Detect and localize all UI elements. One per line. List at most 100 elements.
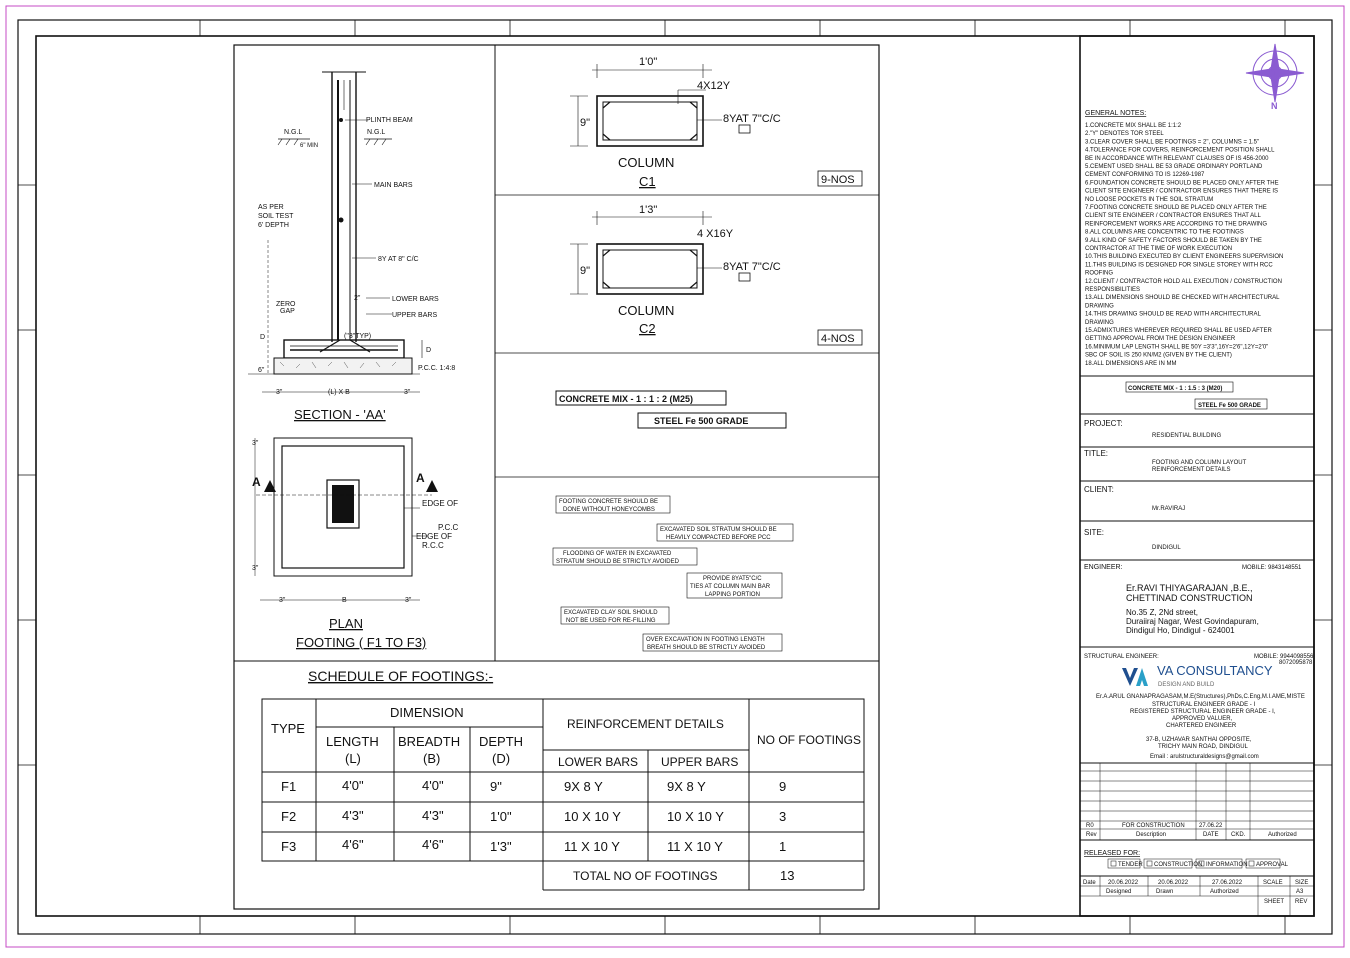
se-line-7: TRICHY MAIN ROAD, DINDIGUL bbox=[1158, 744, 1249, 750]
plan-dim-b: B bbox=[342, 597, 347, 604]
zero-gap-line1: ZERO bbox=[276, 301, 296, 308]
c1-column-label: COLUMN bbox=[618, 155, 674, 170]
construction-checkbox-icon bbox=[1146, 860, 1153, 867]
schedule-header-reinforcement: REINFORCEMENT DETAILS bbox=[567, 717, 724, 731]
schedule-title: SCHEDULE OF FOOTINGS:- bbox=[308, 668, 493, 684]
site-note-6-line1: OVER EXCAVATION IN FOOTING LENGTH bbox=[646, 637, 765, 643]
site-note-4-line1: PROVIDE 8YAT5"C/C bbox=[703, 576, 762, 582]
plan-dim-left: 3" bbox=[279, 597, 286, 604]
pcc-mix-label: P.C.C. 1:4:8 bbox=[418, 365, 455, 372]
general-note-line: 1.CONCRETE MIX SHALL BE 1:1:2 bbox=[1085, 123, 1182, 129]
general-note-line: DRAWING bbox=[1085, 320, 1114, 326]
site-note-1-line1: FOOTING CONCRETE SHOULD BE bbox=[559, 499, 658, 505]
schedule-header-breadth: BREADTH bbox=[398, 734, 460, 749]
ties-label: 8Y AT 8" C/C bbox=[378, 256, 419, 263]
plan-section-a-left: A bbox=[252, 475, 261, 489]
main-bars-label: MAIN BARS bbox=[374, 182, 413, 189]
structural-engineer-label: STRUCTURAL ENGINEER: bbox=[1084, 654, 1159, 660]
se-line-6: 37-B, UZHAVAR SANTHAI OPPOSITE, bbox=[1146, 737, 1252, 743]
section-aa-drawing bbox=[248, 71, 423, 393]
site-label: SITE: bbox=[1084, 528, 1104, 537]
released-for-options: TENDER CONSTRUCTION INFORMATION APPROVAL bbox=[1107, 858, 1289, 869]
c2-ties: 8YAT 7"C/C bbox=[723, 261, 781, 273]
date-value-2: 20.06.2022 bbox=[1158, 880, 1189, 886]
engineer-firm: CHETTINAD CONSTRUCTION bbox=[1126, 593, 1253, 603]
schedule-row-f2: F2 4'3" 4'3" 1'0" 10 X 10 Y 10 X 10 Y 3 bbox=[281, 808, 786, 824]
c1-ties: 8YAT 7"C/C bbox=[723, 113, 781, 125]
general-note-line: 4.TOLERANCE FOR COVERS, REINFORCEMENT PO… bbox=[1085, 148, 1275, 154]
schedule-header-length-unit: (L) bbox=[345, 751, 361, 766]
north-compass-icon bbox=[1245, 43, 1305, 103]
general-note-line: 15.ADMIXTURES WHEREVER REQUIRED SHALL BE… bbox=[1085, 328, 1272, 334]
title-value-line1: FOOTING AND COLUMN LAYOUT bbox=[1152, 460, 1247, 466]
row-f2-no: 3 bbox=[779, 809, 786, 824]
site-note-2-line2: HEAVILY COMPACTED BEFORE PCC bbox=[666, 535, 771, 541]
plan-drawing bbox=[254, 437, 438, 601]
general-note-line: 5.CEMENT USED SHALL BE 53 GRADE ORDINARY… bbox=[1085, 164, 1263, 170]
row-f3-depth: 1'3" bbox=[490, 839, 512, 854]
project-label: PROJECT: bbox=[1084, 419, 1123, 428]
edge-rcc-line2: R.C.C bbox=[422, 541, 444, 550]
inner-border bbox=[17, 19, 1333, 935]
rev-header-authorized: Authorized bbox=[1268, 832, 1297, 838]
structural-mobile-1: MOBILE: 9944098556 bbox=[1254, 654, 1314, 660]
site-note-6-line2: BREATH SHOULD BE STRICTLY AVOIDED bbox=[647, 645, 766, 651]
row-f3-upper: 11 X 10 Y bbox=[667, 839, 723, 854]
c1-count: 9-NOS bbox=[821, 174, 855, 186]
c1-depth-dim: 9" bbox=[580, 117, 590, 129]
total-footings-label: TOTAL NO OF FOOTINGS bbox=[573, 869, 717, 883]
site-note-3-line1: FLOODING OF WATER IN EXCAVATED bbox=[563, 551, 672, 557]
size-value: A3 bbox=[1296, 889, 1304, 895]
edge-of-label: EDGE OF bbox=[422, 499, 458, 508]
c2-column-label: COLUMN bbox=[618, 303, 674, 318]
general-note-line: 8.ALL COLUMNS ARE CONCENTRIC TO THE FOOT… bbox=[1085, 230, 1244, 236]
va-consultancy-logo-icon bbox=[1122, 668, 1148, 686]
general-notes-list: 1.CONCRETE MIX SHALL BE 1:1:2 2."Y" DENOT… bbox=[1085, 123, 1283, 367]
general-note-line: BE IN ACCORDANCE WITH RELEVANT CLAUSES O… bbox=[1085, 156, 1269, 162]
rev-r0: R0 bbox=[1086, 823, 1094, 829]
column-c2-drawing bbox=[570, 211, 863, 346]
footing-title: FOOTING ( F1 TO F3) bbox=[296, 635, 426, 650]
rev-header-description: Description bbox=[1136, 832, 1166, 838]
title-mix-small: CONCRETE MIX - 1 : 1.5 : 3 (M20) bbox=[1128, 386, 1222, 392]
site-note-2-line1: EXCAVATED SOIL STRATUM SHOULD BE bbox=[660, 527, 777, 533]
c1-main-bars: 4X12Y bbox=[697, 80, 731, 92]
approval-checkbox-icon bbox=[1248, 860, 1255, 867]
row-f2-lower: 10 X 10 Y bbox=[564, 809, 621, 824]
general-note-line: 2."Y" DENOTES TOR STEEL bbox=[1085, 131, 1164, 137]
concrete-mix-label: CONCRETE MIX - 1 : 1 : 2 (M25) bbox=[559, 394, 693, 404]
row-f3-no: 1 bbox=[779, 839, 786, 854]
general-note-line: 11.THIS BUILDING IS DESIGNED FOR SINGLE … bbox=[1085, 262, 1273, 268]
title-steel-small: STEEL Fe 500 GRADE bbox=[1198, 403, 1261, 409]
plinth-beam-label: PLINTH BEAM bbox=[366, 117, 413, 124]
se-line-4: APPROVED VALUER, bbox=[1172, 716, 1233, 722]
scale-label: SCALE bbox=[1263, 880, 1283, 886]
row-f1-depth: 9" bbox=[490, 779, 502, 794]
information-checkbox-icon bbox=[1198, 860, 1205, 867]
size-label: SIZE bbox=[1295, 880, 1308, 886]
row-f1-lower: 9X 8 Y bbox=[564, 779, 603, 794]
engineer-mobile: MOBILE: 9843148551 bbox=[1242, 565, 1302, 571]
lower-bars-label: LOWER BARS bbox=[392, 296, 439, 303]
two-inch-label: 2" bbox=[354, 295, 361, 302]
plan-title: PLAN bbox=[329, 616, 363, 631]
general-note-line: NO LOOSE POCKETS IN THE SOIL STRATUM bbox=[1085, 197, 1213, 203]
soil-test-line3: 6' DEPTH bbox=[258, 222, 289, 229]
schedule-header-depth-unit: (D) bbox=[492, 751, 510, 766]
upper-bars-label: UPPER BARS bbox=[392, 312, 437, 319]
c2-depth-dim: 9" bbox=[580, 265, 590, 277]
site-notes: FOOTING CONCRETE SHOULD BE DONE WITHOUT … bbox=[552, 495, 794, 652]
consultancy-tagline: DESIGN AND BUILD bbox=[1158, 682, 1215, 688]
schedule-header-lower: LOWER BARS bbox=[558, 755, 638, 769]
drawn-label: Drawn bbox=[1156, 889, 1173, 895]
c2-count: 4-NOS bbox=[821, 333, 855, 345]
total-footings-value: 13 bbox=[780, 868, 794, 883]
schedule-header-dimension: DIMENSION bbox=[390, 705, 464, 720]
general-note-line: GETTING APPROVAL FROM THE DESIGN ENGINEE… bbox=[1085, 336, 1236, 342]
project-value: RESIDENTIAL BUILDING bbox=[1152, 433, 1221, 439]
row-f3-breadth: 4'6" bbox=[422, 837, 444, 852]
schedule-header-upper: UPPER BARS bbox=[661, 755, 738, 769]
site-note-1-line2: DONE WITHOUT HONEYCOMBS bbox=[563, 507, 655, 513]
